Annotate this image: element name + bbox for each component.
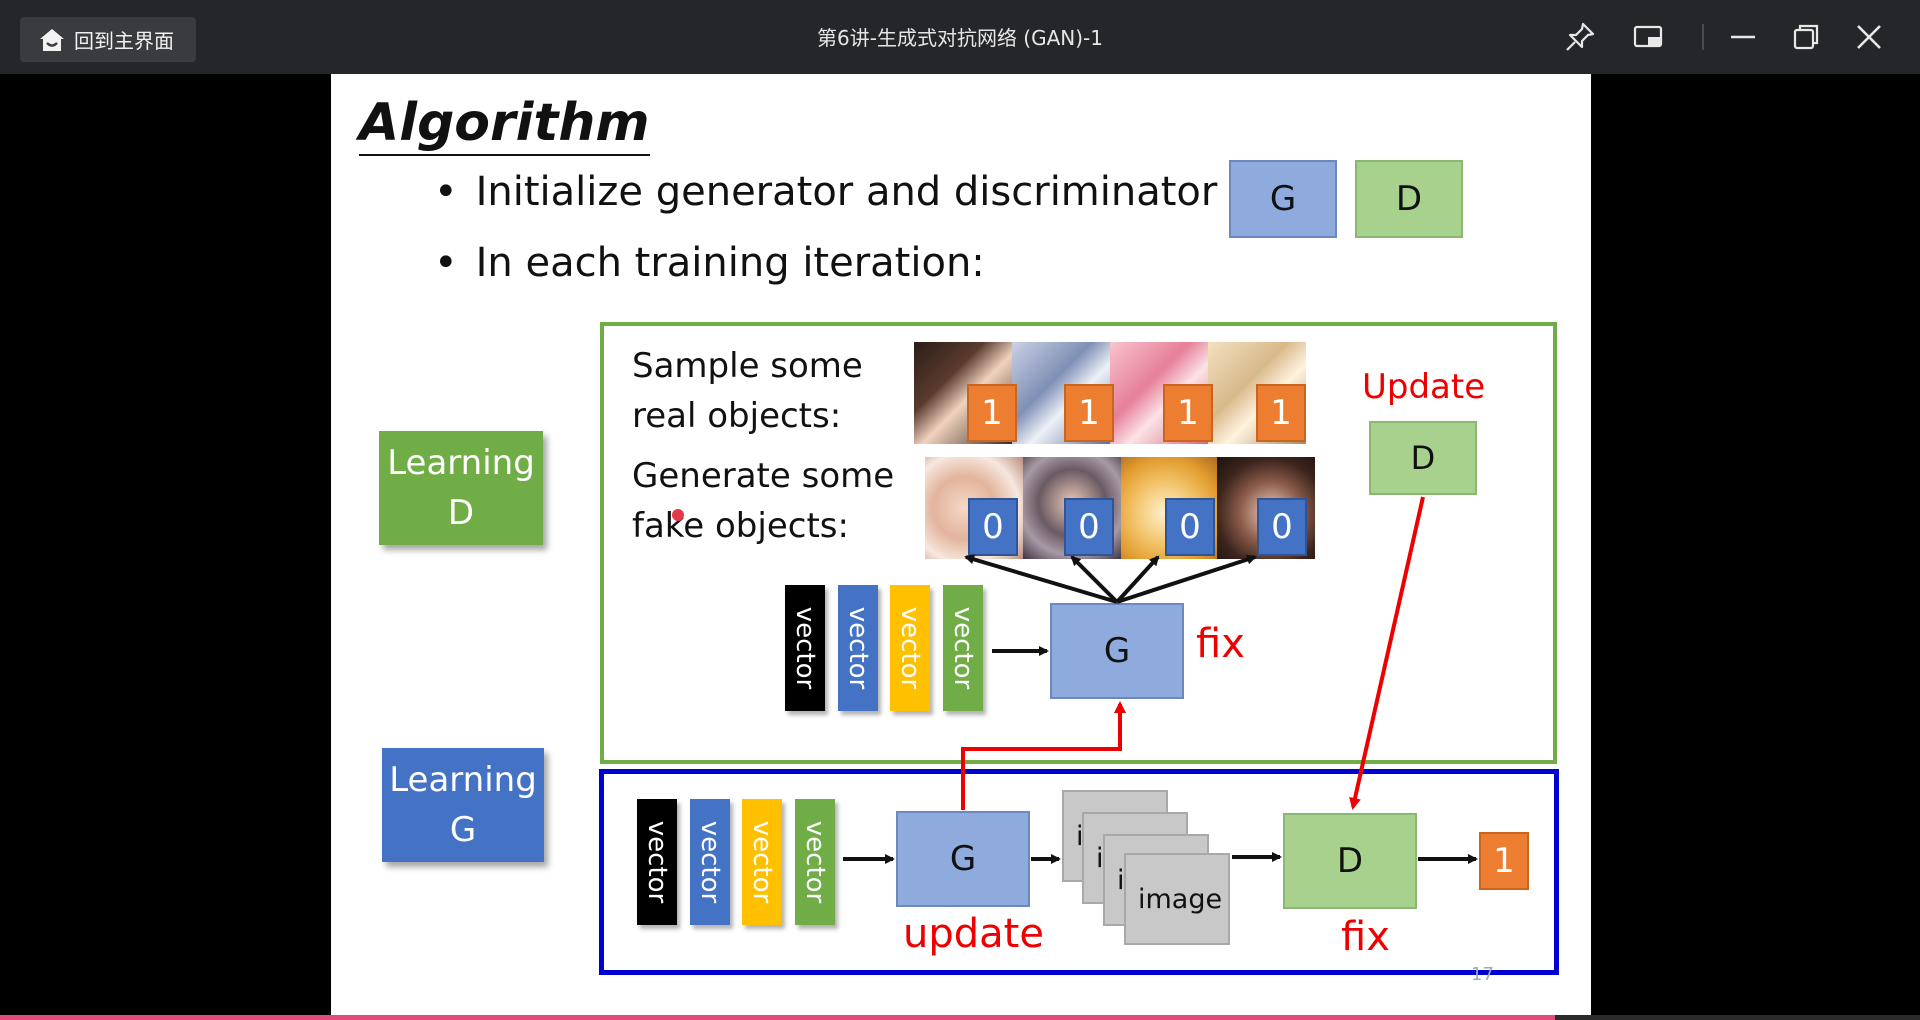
fake-label-4: 0 bbox=[1257, 498, 1307, 556]
learning-d-frame bbox=[600, 322, 1557, 764]
restore-icon[interactable] bbox=[1789, 20, 1823, 54]
slide-title: Algorithm bbox=[359, 92, 650, 156]
generator-box-top: G bbox=[1229, 160, 1337, 238]
sample-real-line1: Sample some bbox=[632, 346, 863, 386]
arrow-g-to-fake-3 bbox=[1115, 555, 1160, 604]
real-label-1: 1 bbox=[967, 384, 1017, 442]
output-label: 1 bbox=[1479, 832, 1529, 890]
learning-g-line1: Learning bbox=[389, 760, 537, 800]
diagram-arrows bbox=[672, 496, 1478, 864]
fake-label-2: 0 bbox=[1064, 498, 1114, 556]
arrow-g-to-fake-1 bbox=[964, 554, 1118, 604]
playback-progress-bar[interactable] bbox=[0, 1015, 1920, 1020]
arrow-g-to-fake-4 bbox=[1116, 554, 1257, 604]
titlebar-separator bbox=[1702, 24, 1704, 50]
learning-d-line2: D bbox=[447, 493, 475, 533]
learning-d-line1: Learning bbox=[387, 443, 535, 483]
generate-fake-line1: Generate some bbox=[632, 456, 895, 496]
update-label: Update bbox=[1362, 367, 1486, 407]
minimize-icon[interactable] bbox=[1726, 20, 1760, 54]
vector-yellow-lower: vector bbox=[742, 799, 782, 925]
playback-progress-fill bbox=[0, 1015, 1556, 1020]
discriminator-box-fixed: D bbox=[1283, 813, 1417, 909]
generate-fake-text: Generate some fake objects: bbox=[632, 451, 894, 551]
bullet-dot: • bbox=[434, 240, 458, 286]
vector-green-lower: vector bbox=[795, 799, 835, 925]
vector-black-lower: vector bbox=[637, 799, 677, 925]
pin-icon[interactable] bbox=[1563, 20, 1597, 54]
fake-label-1: 0 bbox=[968, 498, 1018, 556]
learning-g-block: Learning G bbox=[382, 748, 544, 862]
vector-black-upper: vector bbox=[785, 585, 825, 711]
sample-real-line2: real objects: bbox=[632, 396, 842, 436]
vector-yellow-upper: vector bbox=[890, 585, 930, 711]
vector-blue-upper: vector bbox=[838, 585, 878, 711]
home-button-label: 回到主界面 bbox=[74, 29, 174, 53]
slide: Algorithm • Initialize generator and disc… bbox=[331, 74, 1591, 1015]
home-button[interactable]: 回到主界面 bbox=[20, 17, 196, 62]
title-bar: 回到主界面 第6讲-生成式对抗网络 (GAN)-1 bbox=[0, 0, 1920, 74]
bullet-initialize: • Initialize generator and discriminator bbox=[434, 169, 1217, 215]
learning-g-frame bbox=[599, 769, 1559, 975]
generate-fake-line2: fake objects: bbox=[632, 506, 849, 546]
home-icon bbox=[40, 28, 64, 51]
update-discriminator-box: D bbox=[1369, 421, 1477, 495]
bullet-iteration: • In each training iteration: bbox=[434, 240, 985, 286]
generator-box-updated: G bbox=[896, 811, 1030, 907]
bullet-dot: • bbox=[434, 169, 458, 215]
discriminator-box-top: D bbox=[1355, 160, 1463, 238]
generator-box-fixed: G bbox=[1050, 603, 1184, 699]
arrow-update-g-to-upper-g bbox=[961, 701, 1126, 810]
fix-label-generator: fix bbox=[1196, 621, 1245, 667]
picture-in-picture-icon[interactable] bbox=[1631, 20, 1665, 54]
image-card-4: image bbox=[1124, 853, 1230, 945]
fix-label-discriminator: fix bbox=[1341, 914, 1390, 960]
close-icon[interactable] bbox=[1852, 20, 1886, 54]
arrow-g-to-fake-2 bbox=[1070, 555, 1119, 604]
bullet-iteration-text: In each training iteration: bbox=[475, 240, 985, 286]
bullet-initialize-text: Initialize generator and discriminator bbox=[475, 169, 1218, 215]
real-label-3: 1 bbox=[1163, 384, 1213, 442]
laser-pointer-dot bbox=[672, 509, 684, 521]
real-label-4: 1 bbox=[1256, 384, 1306, 442]
sample-real-text: Sample some real objects: bbox=[632, 341, 863, 441]
update-label-generator: update bbox=[903, 911, 1044, 957]
arrow-update-d-to-lower-d bbox=[1349, 496, 1425, 810]
vector-green-upper: vector bbox=[943, 585, 983, 711]
learning-d-block: Learning D bbox=[379, 431, 543, 545]
real-label-2: 1 bbox=[1064, 384, 1114, 442]
learning-g-line2: G bbox=[449, 810, 477, 850]
vector-blue-lower: vector bbox=[690, 799, 730, 925]
fake-label-3: 0 bbox=[1165, 498, 1215, 556]
page-number: 17 bbox=[1471, 964, 1494, 985]
